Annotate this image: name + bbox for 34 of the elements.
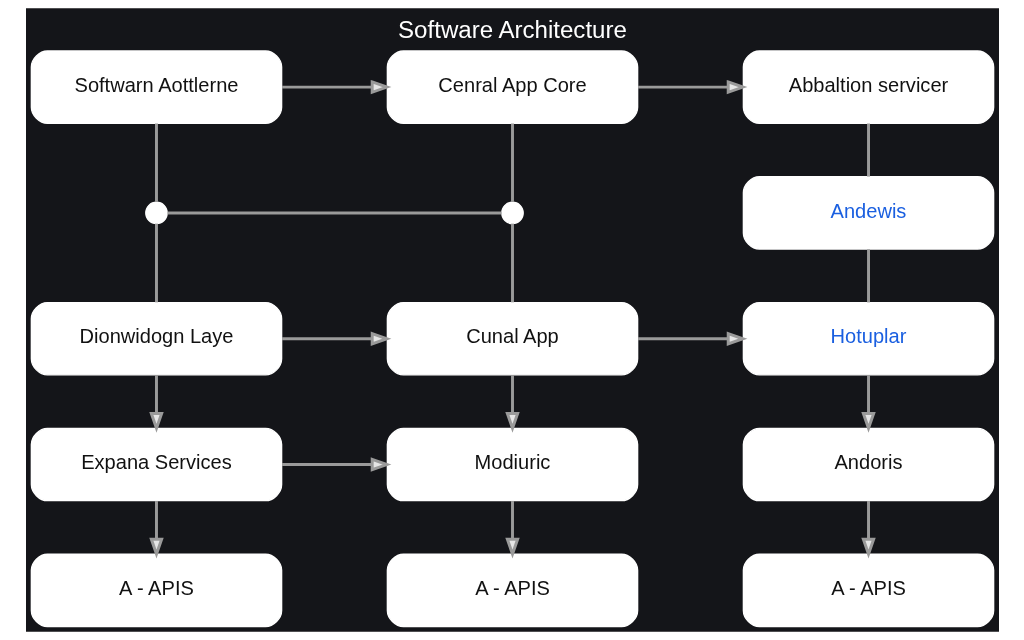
connector (510, 123, 514, 202)
node-box: Dionwidogn Laye (30, 301, 282, 376)
node-box: Abbaltion servicer (742, 50, 994, 124)
connector (866, 249, 870, 303)
connector (154, 123, 158, 202)
arrow (148, 500, 164, 559)
connector (154, 223, 158, 303)
arrow (637, 331, 747, 346)
arrow (637, 79, 747, 95)
node-box: Softwarn Aottlerne (30, 50, 282, 124)
diagram-title: Software Architecture (397, 16, 627, 44)
arrow (148, 375, 164, 433)
node-box: Cenral App Core (386, 50, 638, 124)
node-box: A - APIS (742, 553, 994, 628)
node-box: Expana Services (30, 427, 282, 502)
node-box: A - APIS (386, 553, 638, 628)
arrow (281, 331, 391, 346)
arrow (504, 375, 520, 433)
arrow (281, 457, 391, 472)
node-box: Andoris (742, 427, 994, 502)
arrow (860, 375, 876, 433)
connector (866, 123, 870, 177)
node-circle (500, 201, 524, 225)
node-box: Hotuplar (742, 301, 994, 376)
node-circle (144, 201, 168, 225)
arrow (504, 500, 520, 559)
node-box: A - APIS (30, 553, 282, 628)
connector (510, 223, 514, 303)
node-box: Andewis (742, 176, 994, 250)
arrow (860, 500, 876, 559)
node-box: Cunal App (386, 301, 638, 376)
arrow (281, 79, 391, 95)
node-box: Modiuric (386, 427, 638, 502)
connector (167, 211, 502, 215)
